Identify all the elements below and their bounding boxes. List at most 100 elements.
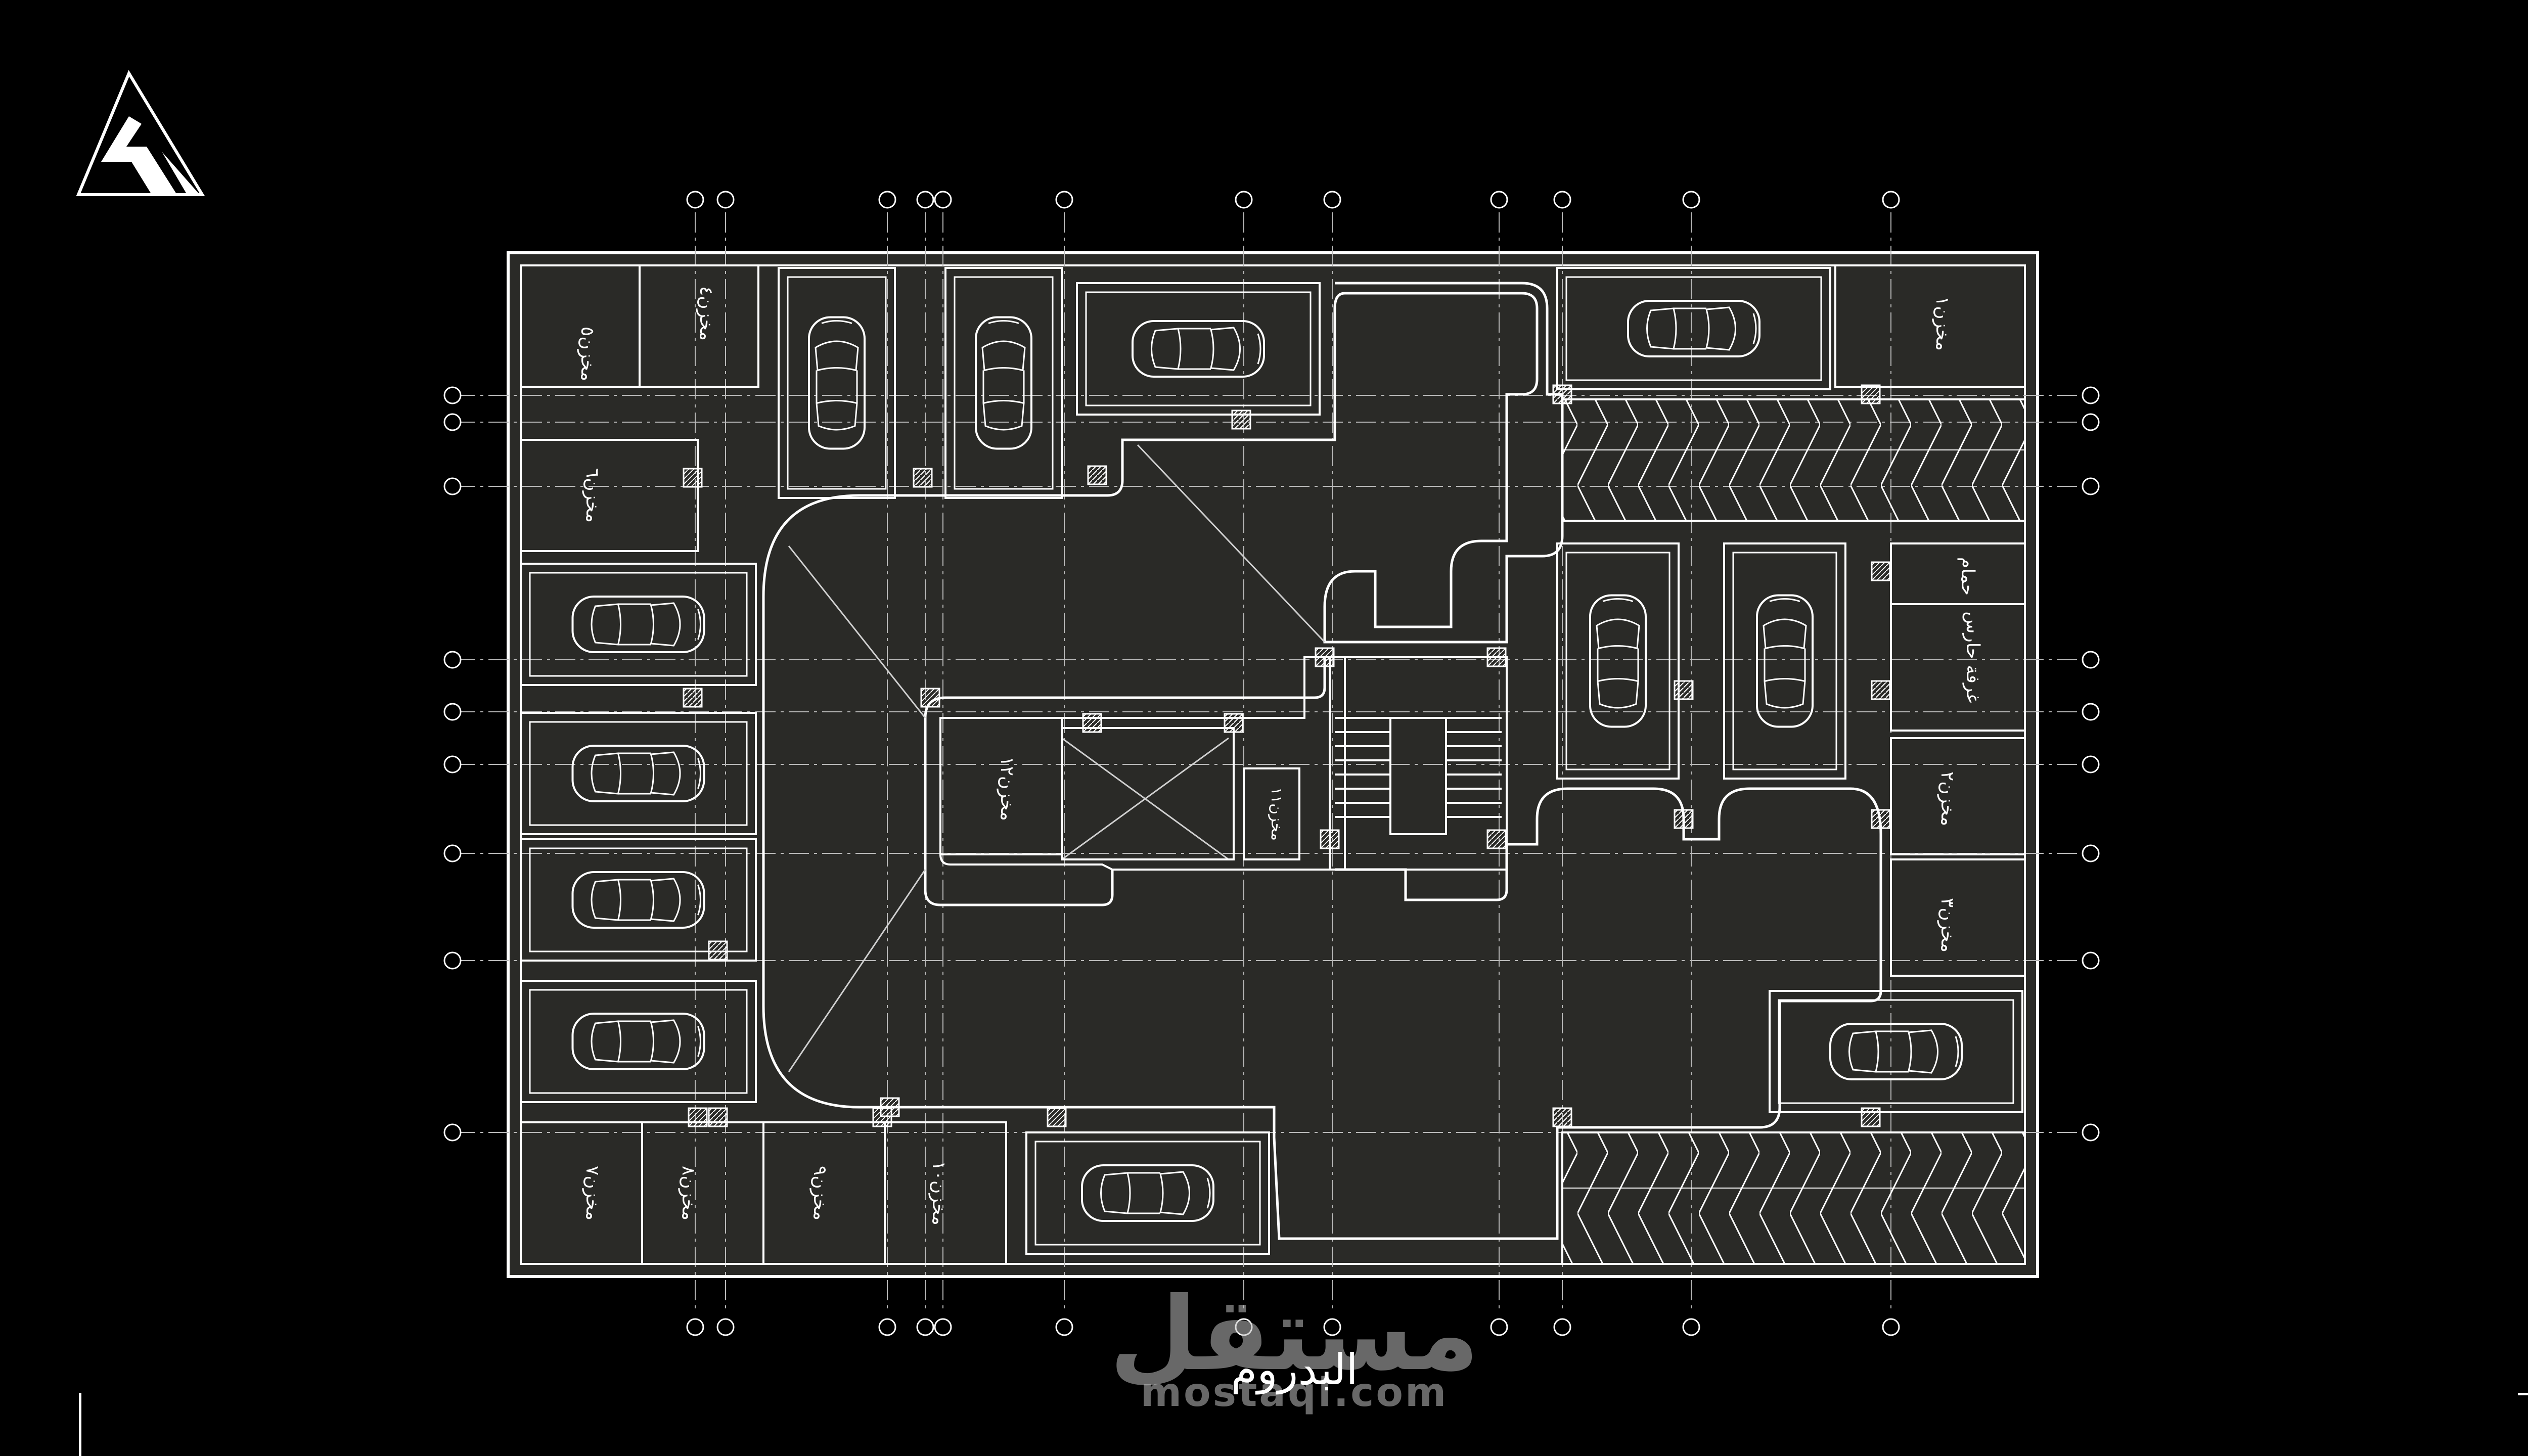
parking-bay-h-0 — [1076, 282, 1321, 416]
parking-bay-h-inner-5 — [529, 989, 748, 1094]
column-12 — [1486, 647, 1507, 667]
column-23 — [1871, 561, 1891, 581]
grid-bubble-bottom-9 — [1553, 1318, 1571, 1336]
column-1 — [683, 688, 703, 708]
parking-bay-h-inner-2 — [529, 572, 748, 677]
grid-bubble-right-3 — [2082, 651, 2100, 669]
column-5 — [913, 468, 933, 488]
column-17 — [1861, 1107, 1881, 1127]
grid-bubble-top-0 — [686, 191, 704, 209]
brand-logo-icon — [76, 70, 205, 196]
store-1-room — [1834, 264, 2026, 388]
parking-bay-h-inner-0 — [1085, 291, 1312, 406]
parking-bay-v-2 — [1556, 542, 1680, 780]
grid-bubble-right-7 — [2082, 951, 2100, 970]
parking-bay-h-inner-4 — [529, 847, 748, 952]
column-18 — [1552, 1107, 1572, 1127]
grid-bubble-bottom-2 — [878, 1318, 896, 1336]
parking-bay-v-0 — [778, 267, 896, 499]
frame-corner-left — [79, 1393, 81, 1456]
column-14 — [1320, 829, 1340, 849]
grid-bubble-right-6 — [2082, 844, 2100, 862]
column-16 — [1861, 384, 1881, 404]
grid-bubble-bottom-0 — [686, 1318, 704, 1336]
parking-bay-h-3 — [520, 712, 757, 835]
parking-bay-h-inner-3 — [529, 721, 748, 826]
column-4 — [688, 1107, 708, 1127]
parking-bay-v-inner-2 — [1565, 552, 1671, 770]
grid-bubble-bottom-5 — [1055, 1318, 1073, 1336]
parking-bay-v-1 — [944, 267, 1063, 499]
grid-bubble-right-4 — [2082, 703, 2100, 721]
drawing-caption: البدروم — [1231, 1345, 1358, 1394]
column-7 — [880, 1097, 900, 1117]
column-15 — [1552, 384, 1572, 404]
label-store-8: مخزن٨ — [678, 1166, 699, 1220]
column-26 — [920, 688, 940, 708]
grid-bubble-top-3 — [916, 191, 934, 209]
grid-bubble-bottom-3 — [916, 1318, 934, 1336]
label-store-1: مخزن١ — [1932, 296, 1953, 351]
grid-bubble-left-6 — [443, 844, 462, 862]
parking-bay-v-inner-0 — [787, 276, 887, 490]
watermark-latin: mostaql.com — [1140, 1370, 1449, 1416]
store-10-room — [884, 1121, 1007, 1265]
column-10 — [1224, 713, 1244, 733]
stair-core — [1061, 656, 1508, 871]
parking-bay-h-inner-6 — [1034, 1141, 1261, 1246]
grid-bubble-right-1 — [2082, 413, 2100, 431]
label-store-10: مخزن١٠ — [928, 1161, 949, 1225]
watermark-arabic: مستقل — [1109, 1276, 1479, 1393]
grid-bubble-top-8 — [1490, 191, 1508, 209]
grid-bubble-bottom-11 — [1882, 1318, 1900, 1336]
parking-bay-h-inner-7 — [1778, 999, 2014, 1104]
room-labels: مخزن٥ مخزن٤ مخزن٦ مخزن٧ مخزن٨ مخزن٩ مخزن… — [577, 286, 1983, 1225]
grid-bubble-right-5 — [2082, 755, 2100, 774]
grid-bubble-left-4 — [443, 703, 462, 721]
column-11 — [1315, 647, 1335, 667]
label-store-3: مخزن٣ — [1937, 898, 1958, 952]
store-6-room — [520, 439, 699, 552]
parking-bays — [520, 267, 2023, 1255]
grid-bubble-bottom-4 — [934, 1318, 952, 1336]
parking-bay-h-1 — [1556, 267, 1831, 390]
label-store-9: مخزن٩ — [809, 1166, 830, 1220]
grid-bubble-top-4 — [934, 191, 952, 209]
parking-bay-v-inner-1 — [954, 276, 1054, 490]
label-wc: حمام — [1957, 557, 1978, 596]
grid-bubble-left-2 — [443, 477, 462, 495]
grid-bubble-left-8 — [443, 1123, 462, 1142]
grid-bubble-left-1 — [443, 413, 462, 431]
grid-bubble-top-6 — [1235, 191, 1253, 209]
column-3 — [708, 1107, 728, 1127]
parking-bay-v-3 — [1723, 542, 1846, 780]
grid-bubble-left-0 — [443, 386, 462, 404]
parking-bay-v-inner-3 — [1732, 552, 1837, 770]
label-guard-room: غرفة حارس — [1962, 611, 1983, 703]
ramp-bottom — [1561, 1131, 2026, 1265]
grid-bubble-top-10 — [1682, 191, 1700, 209]
store-2-room — [1890, 737, 2026, 855]
grid-bubble-left-7 — [443, 951, 462, 970]
grid-bubble-left-3 — [443, 651, 462, 669]
ramp-top — [1561, 398, 2026, 522]
column-8 — [1047, 1107, 1067, 1127]
grid-bubble-top-5 — [1055, 191, 1073, 209]
column-24 — [1231, 410, 1251, 430]
parking-bay-h-6 — [1025, 1131, 1270, 1255]
grid-bubble-bottom-1 — [716, 1318, 735, 1336]
column-2 — [708, 940, 728, 961]
column-9 — [1082, 713, 1102, 733]
label-store-7: مخزن٧ — [582, 1166, 603, 1220]
grid-bubble-bottom-10 — [1682, 1318, 1700, 1336]
grid-bubble-right-2 — [2082, 477, 2100, 495]
label-store-12: مخزن١٢ — [997, 756, 1017, 821]
store-11-room — [1243, 767, 1300, 860]
label-store-6: مخزن٦ — [582, 468, 603, 523]
grid-bubble-top-7 — [1323, 191, 1341, 209]
column-0 — [683, 468, 703, 488]
grid-bubble-top-2 — [878, 191, 896, 209]
column-25 — [1087, 465, 1107, 485]
grid-bubble-bottom-8 — [1490, 1318, 1508, 1336]
